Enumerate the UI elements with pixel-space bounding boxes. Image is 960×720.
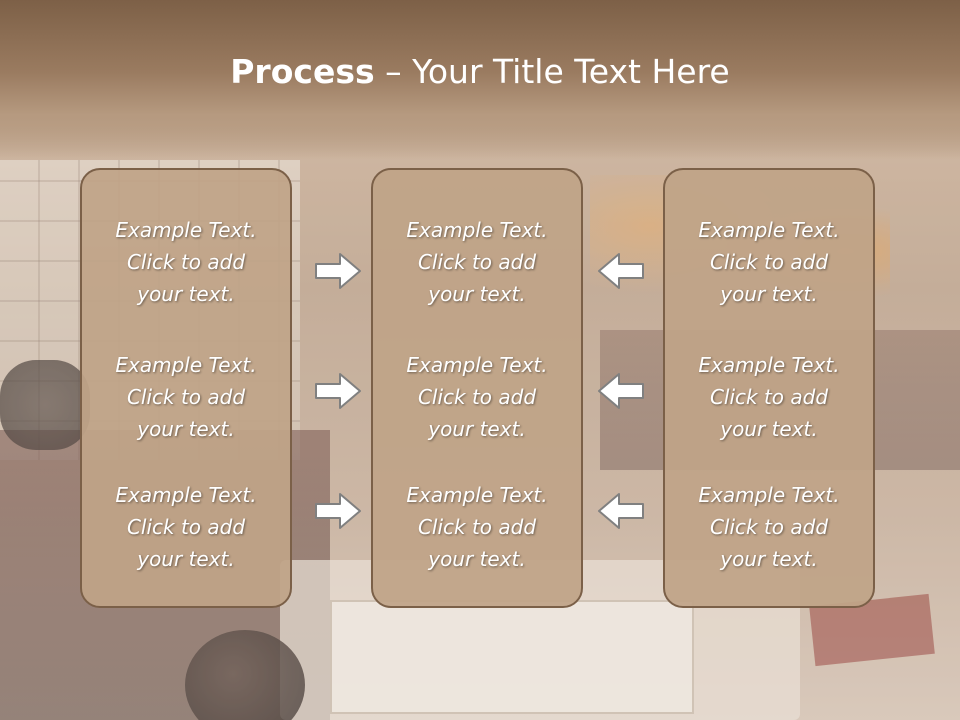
title-bold-part: Process xyxy=(230,52,375,91)
title-rest-part: – Your Title Text Here xyxy=(374,52,730,91)
arrow-right-icon xyxy=(315,373,361,409)
title-band xyxy=(0,0,960,160)
arrow-left-icon xyxy=(598,493,644,529)
arrow-left-icon xyxy=(598,373,644,409)
slide-title[interactable]: Process – Your Title Text Here xyxy=(0,52,960,91)
arrow-right-icon xyxy=(315,493,361,529)
arrow-left-icon xyxy=(598,253,644,289)
arrow-right-icon xyxy=(315,253,361,289)
